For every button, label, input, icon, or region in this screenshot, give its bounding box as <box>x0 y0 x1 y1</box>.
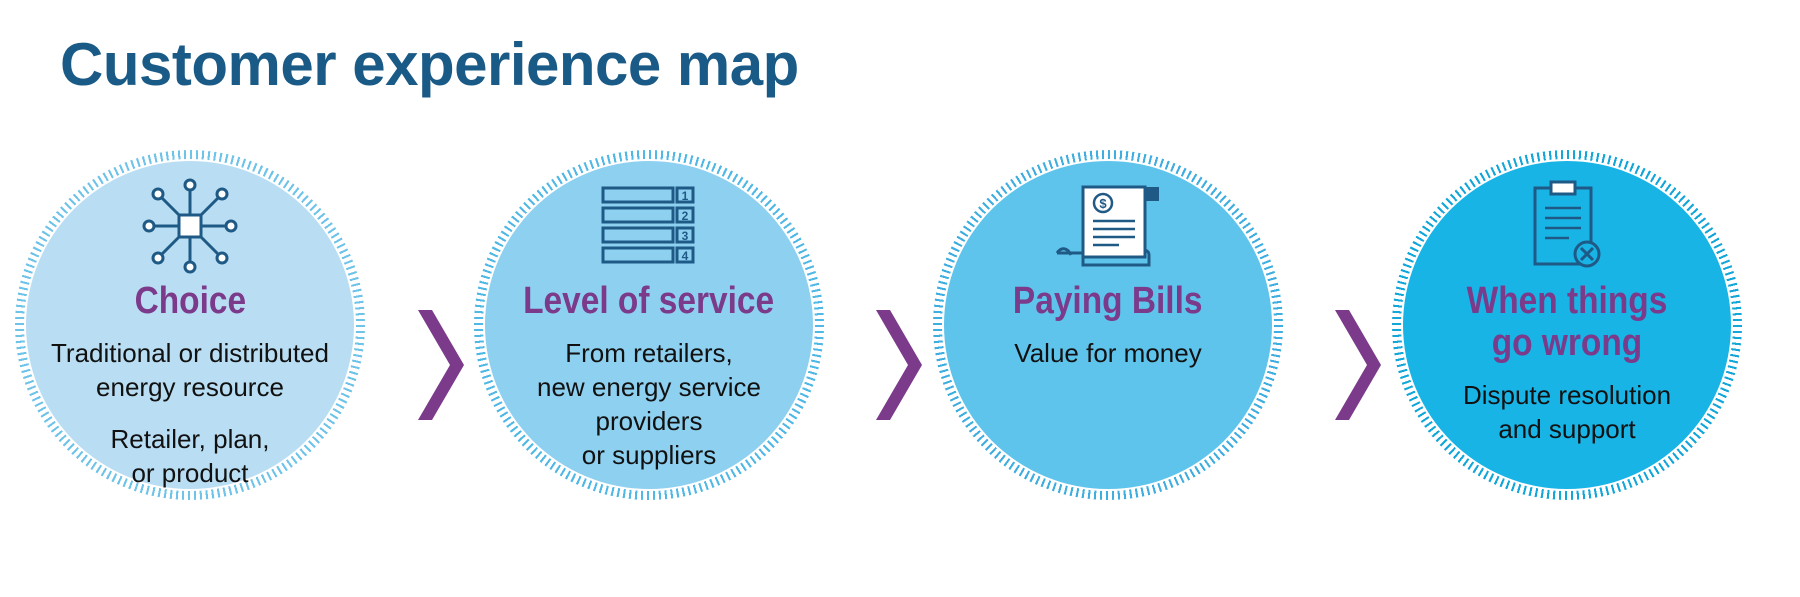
bill-scroll-icon: $ <box>1053 178 1163 274</box>
ranked-list-icon: 1 2 3 4 <box>601 178 697 274</box>
list-number: 4 <box>682 249 689 263</box>
text-line: providers <box>595 406 703 436</box>
text-group: Value for money <box>1014 336 1201 370</box>
stage-paying-bills: $ Paying Bills Value for money <box>933 150 1283 500</box>
chevron-right-icon <box>418 310 464 420</box>
text-line: Value for money <box>1014 338 1202 368</box>
clipboard-cancel-icon <box>1527 178 1607 274</box>
circle-face <box>485 161 813 489</box>
text-group: From retailers, new energy service provi… <box>537 336 761 472</box>
text-line: Retailer, plan, <box>110 424 270 454</box>
heading-line: Level of service <box>523 280 775 322</box>
dollar-symbol: $ <box>1099 196 1107 211</box>
stage-level-of-service: 1 2 3 4 Level of service From retailers,… <box>474 150 824 500</box>
page-title: Customer experience map <box>60 31 799 98</box>
text-line: or product <box>131 458 249 488</box>
text-group: Dispute resolution and support <box>1463 378 1671 446</box>
list-number: 2 <box>682 209 689 223</box>
list-number: 1 <box>682 189 689 203</box>
text-group: Traditional or distributed energy resour… <box>51 336 329 404</box>
heading-line: go wrong <box>1491 322 1643 364</box>
chevron-right-icon <box>1335 310 1381 420</box>
chevron-right-icon <box>876 310 922 420</box>
text-line: Traditional or distributed <box>51 338 329 368</box>
text-group: Retailer, plan, or product <box>111 422 270 490</box>
heading-line: Choice <box>134 280 246 322</box>
stage-heading: Choice <box>134 280 245 322</box>
circle-face <box>1403 161 1731 489</box>
stage-when-things-go-wrong: When things go wrong Dispute resolution … <box>1392 150 1742 500</box>
text-line: or suppliers <box>581 440 717 470</box>
text-line: energy resource <box>96 372 284 402</box>
heading-line: When things <box>1466 280 1668 322</box>
text-line: From retailers, <box>565 338 733 368</box>
stage-heading: When things go wrong <box>1467 280 1668 364</box>
heading-line: Paying Bills <box>1013 280 1203 322</box>
stage-heading: Paying Bills <box>1013 280 1203 322</box>
text-line: new energy service <box>537 372 761 402</box>
list-number: 3 <box>682 229 689 243</box>
stage-heading: Level of service <box>524 280 775 322</box>
stage-choice: Choice Traditional or distributed energy… <box>15 150 365 500</box>
text-line: Dispute resolution <box>1462 380 1672 410</box>
network-hub-icon <box>140 178 240 274</box>
text-line: and support <box>1498 414 1636 444</box>
